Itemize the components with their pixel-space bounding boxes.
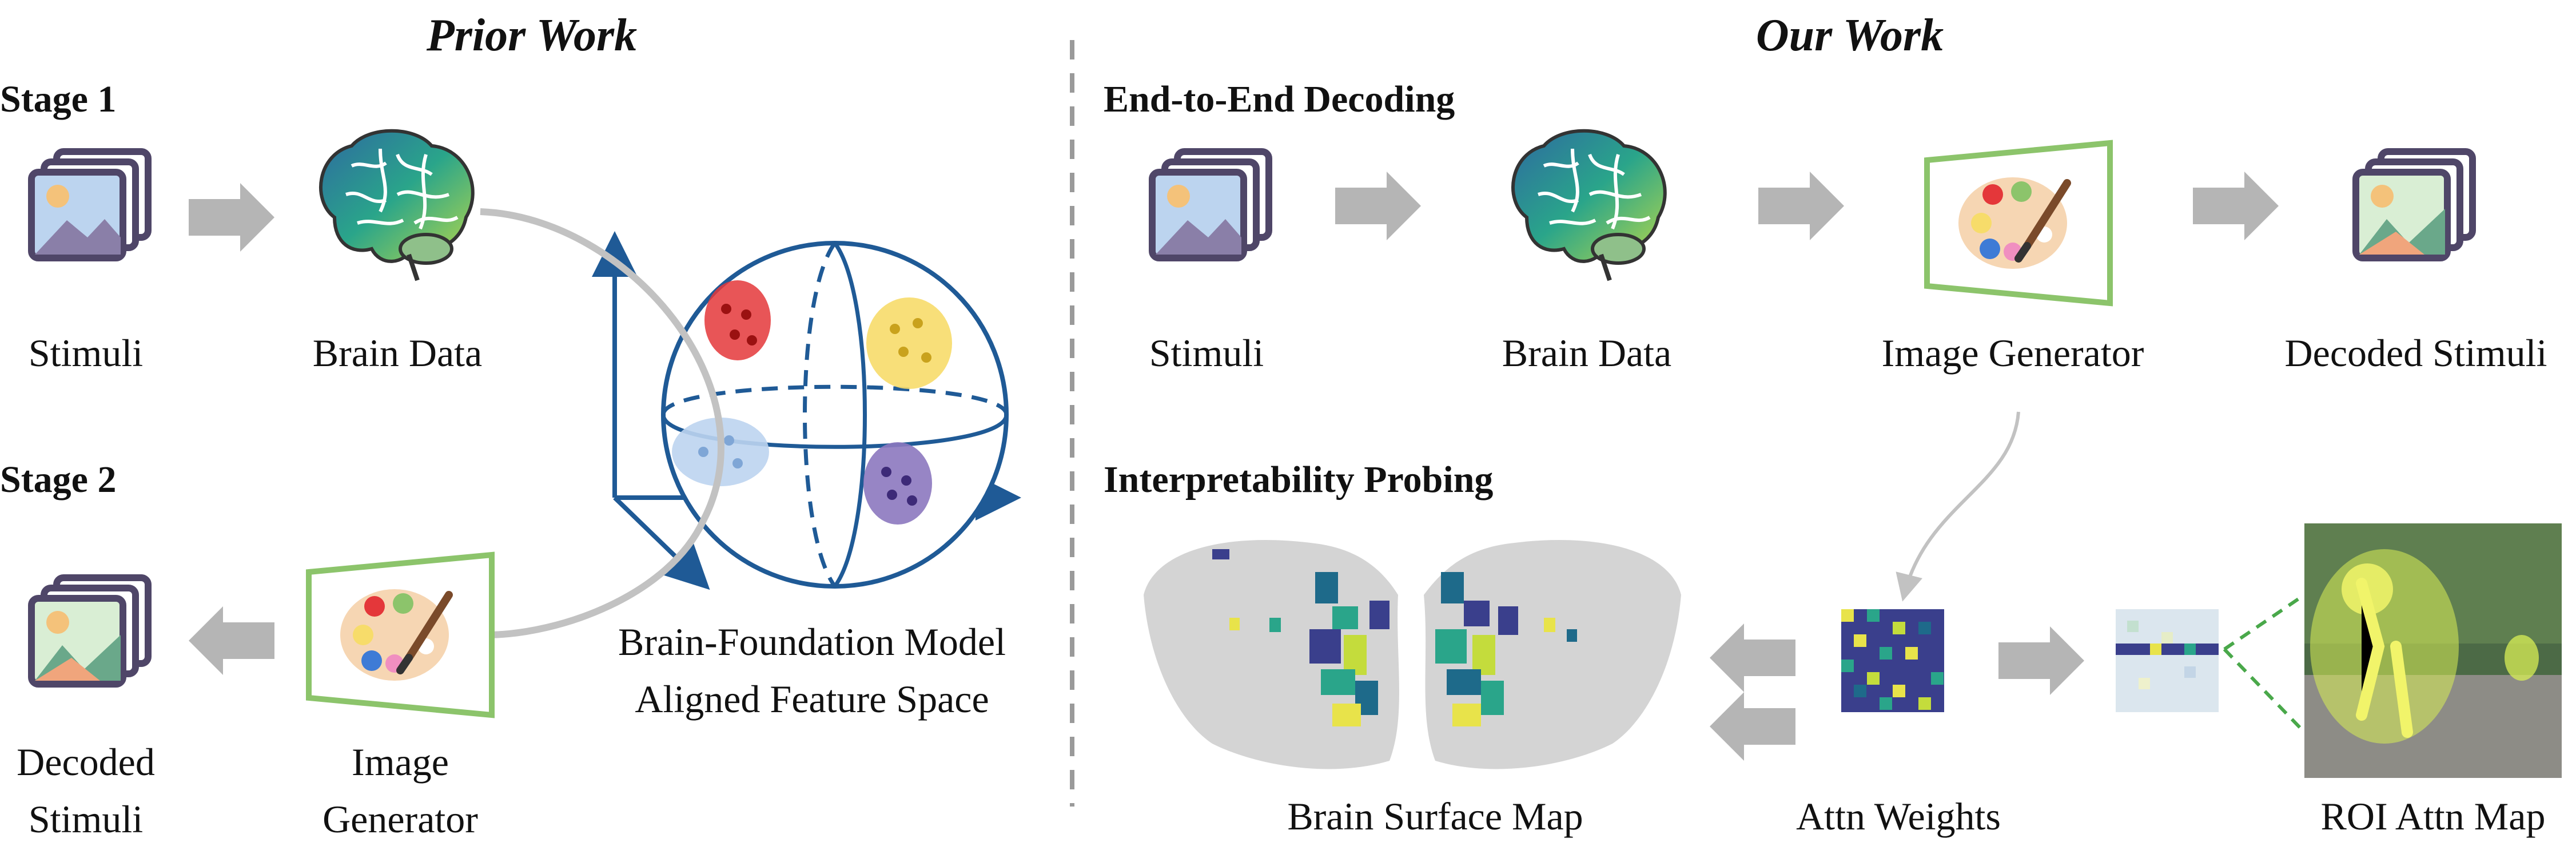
brain-surface-icon: [1144, 540, 1681, 769]
flow-arrow-icon: [1710, 623, 1795, 692]
flow-arrow-icon: [1335, 172, 1421, 240]
attention-grid-icon: [2116, 609, 2219, 712]
stage2-label: Stage 2: [0, 459, 116, 501]
prior-generator-line1: Image: [352, 740, 449, 784]
probe-connector: [1896, 411, 2020, 602]
feature-space-line2: Aligned Feature Space: [635, 677, 989, 721]
probing-heading: Interpretability Probing: [1104, 459, 1493, 501]
image-stack-icon: [31, 578, 148, 684]
attn-weights-label: Attn Weights: [1796, 795, 2001, 838]
stage-connector: [480, 208, 724, 638]
our-decoded-label: Decoded Stimuli: [2285, 331, 2547, 375]
prior-generator-line2: Generator: [323, 797, 478, 841]
brain-icon: [321, 131, 473, 280]
surface-map-label: Brain Surface Map: [1287, 795, 1583, 838]
our-generator-label: Image Generator: [1882, 331, 2144, 375]
prior-brain-data-label: Brain Data: [313, 331, 482, 375]
prior-work-title: Prior Work: [426, 10, 637, 61]
prior-decoded-line1: Decoded: [17, 740, 155, 784]
e2e-heading: End-to-End Decoding: [1104, 78, 1455, 120]
prior-decoded-line2: Stimuli: [29, 797, 143, 841]
attention-grid-icon: [1841, 609, 1944, 712]
palette-icon: [309, 555, 492, 715]
flow-arrow-icon: [1758, 172, 1844, 240]
feature-sphere-icon: [592, 231, 1021, 590]
roi-map-label: ROI Attn Map: [2321, 795, 2546, 838]
image-stack-icon: [1152, 152, 1269, 258]
flow-arrow-icon: [189, 606, 274, 675]
flow-arrow-icon: [1710, 692, 1795, 761]
our-stimuli-label: Stimuli: [1149, 331, 1264, 375]
flow-arrow-icon: [1998, 626, 2084, 695]
our-brain-data-label: Brain Data: [1502, 331, 1671, 375]
roi-photo-icon: [2304, 523, 2562, 778]
feature-space-line1: Brain-Foundation Model: [618, 620, 1006, 664]
image-stack-icon: [31, 152, 148, 258]
flow-arrow-icon: [2193, 172, 2279, 240]
prior-stimuli-label: Stimuli: [29, 331, 143, 375]
flow-arrow-icon: [189, 183, 274, 252]
brain-icon: [1513, 131, 1665, 280]
image-stack-icon: [2356, 152, 2473, 258]
palette-icon: [1927, 143, 2110, 303]
our-work-title: Our Work: [1756, 10, 1944, 61]
stage1-label: Stage 1: [0, 78, 116, 120]
